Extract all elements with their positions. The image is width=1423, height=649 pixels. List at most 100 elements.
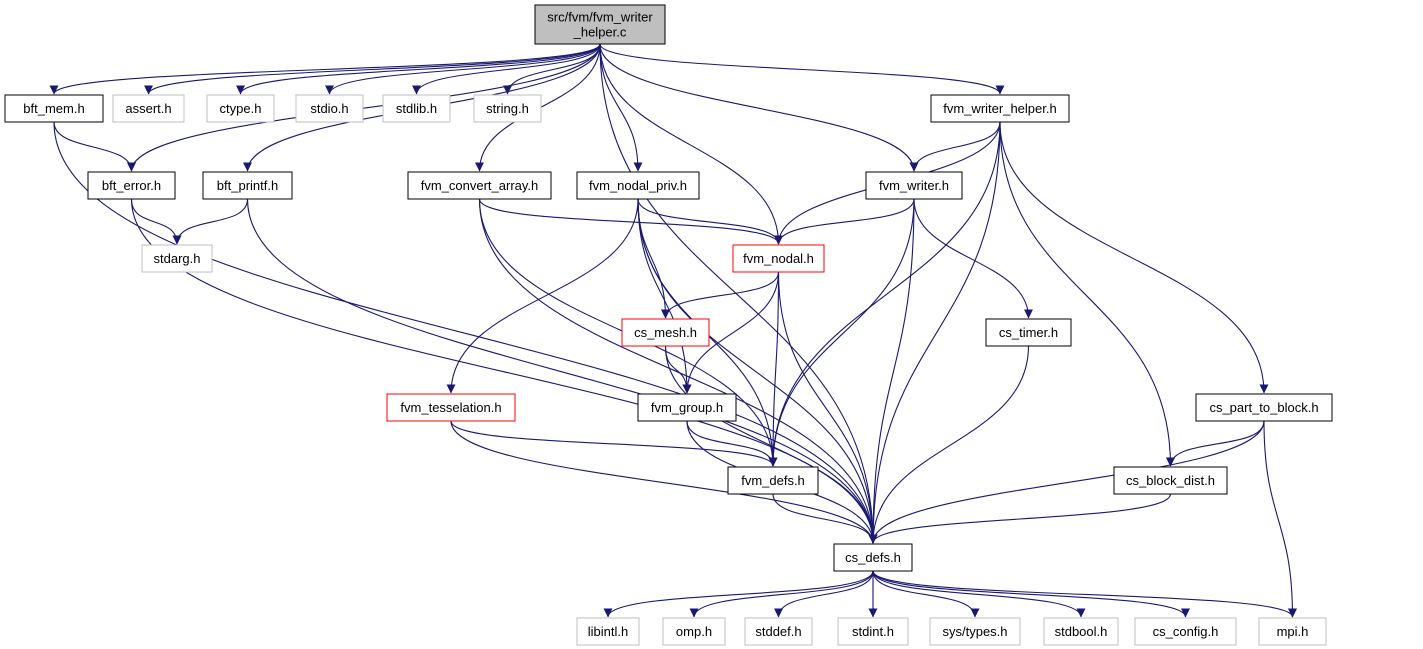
node-cs-timer[interactable]: cs_timer.h	[985, 318, 1072, 347]
node-assert: assert.h	[112, 94, 185, 123]
edge-fvm_writer_helper-to-fvm_defs	[768, 121, 1001, 467]
node-label: cs_defs.h	[845, 550, 901, 565]
edge-fvm_tesselation-to-cs_defs	[450, 420, 878, 544]
node-box	[744, 617, 813, 646]
edge-cs_part_to_block-to-cs_defs	[868, 420, 1265, 544]
node-box	[202, 171, 293, 200]
node-label: bft_printf.h	[217, 178, 278, 193]
node-label: cs_timer.h	[999, 325, 1058, 340]
node-label: libintl.h	[588, 624, 628, 639]
node-box	[837, 617, 909, 646]
edge-fvm_writer-to-cs_timer	[913, 198, 1033, 319]
edge-bft_printf-to-cs_defs	[246, 198, 878, 544]
node-string: string.h	[473, 94, 542, 123]
node-label: _helper.c	[573, 25, 627, 40]
node-cs-defs[interactable]: cs_defs.h	[833, 543, 913, 572]
node-label: fvm_writer.h	[879, 178, 949, 193]
node-label: cs_mesh.h	[634, 325, 697, 340]
node-stdlib: stdlib.h	[382, 94, 451, 123]
node-label: cs_block_dist.h	[1126, 473, 1215, 488]
node-box	[833, 543, 913, 572]
node-box	[4, 94, 104, 123]
node-label: omp.h	[676, 624, 712, 639]
node-bft-printf[interactable]: bft_printf.h	[202, 171, 293, 200]
node-label: fvm_nodal.h	[743, 251, 814, 266]
node-fvm-group[interactable]: fvm_group.h	[637, 393, 737, 422]
node-cs-config: cs_config.h	[1134, 617, 1237, 646]
edge-cs_timer-to-cs_defs	[868, 345, 1030, 544]
node-box	[87, 171, 176, 200]
node-label: bft_error.h	[102, 178, 161, 193]
node-ctype: ctype.h	[206, 94, 275, 123]
node-label: fvm_writer_helper.h	[943, 101, 1056, 116]
edge-root-to-cs_defs	[599, 43, 878, 544]
edge-fvm_writer_helper-to-cs_defs	[868, 121, 1001, 544]
node-systypes: sys/types.h	[929, 617, 1021, 646]
node-label: stdlib.h	[396, 101, 437, 116]
node-box	[727, 466, 819, 495]
node-omp: omp.h	[662, 617, 726, 646]
edge-cs_mesh-to-cs_defs	[664, 345, 878, 544]
edge-fvm_writer_helper-to-cs_block_dist	[999, 121, 1175, 467]
node-root[interactable]: src/fvm/fvm_writer_helper.c	[534, 4, 666, 45]
node-label: stdarg.h	[154, 251, 201, 266]
node-stddef: stddef.h	[744, 617, 813, 646]
node-label: stdio.h	[310, 101, 348, 116]
node-fvm-nodal-priv[interactable]: fvm_nodal_priv.h	[576, 171, 700, 200]
node-box	[662, 617, 726, 646]
edge-bft_printf-to-stdarg	[172, 198, 249, 245]
edge-root-to-fvm_nodal	[599, 43, 783, 245]
nodes-layer: src/fvm/fvm_writer_helper.c bft_mem.h asse…	[4, 4, 1333, 646]
edge-root-to-ctype	[236, 43, 601, 95]
node-bft-error[interactable]: bft_error.h	[87, 171, 176, 200]
edge-fvm_nodal_priv-to-cs_mesh	[637, 198, 670, 319]
node-box	[621, 318, 710, 347]
node-box	[930, 94, 1070, 123]
node-libintl: libintl.h	[576, 617, 640, 646]
node-fvm-convert-array[interactable]: fvm_convert_array.h	[407, 171, 552, 200]
edge-fvm_nodal_priv-to-fvm_group	[637, 198, 692, 394]
edge-root-to-stdio	[325, 43, 601, 95]
node-box	[295, 94, 364, 123]
node-cs-block-dist[interactable]: cs_block_dist.h	[1113, 466, 1228, 495]
node-box	[637, 393, 737, 422]
edge-bft_error-to-stdarg	[130, 198, 182, 245]
node-cs-mesh[interactable]: cs_mesh.h	[621, 318, 710, 347]
node-stdint: stdint.h	[837, 617, 909, 646]
edges-layer	[49, 43, 1297, 618]
edge-fvm_writer_helper-to-fvm_writer	[909, 121, 1001, 172]
node-box	[1043, 617, 1119, 646]
node-box	[1195, 393, 1333, 422]
node-box	[1134, 617, 1237, 646]
node-fvm-nodal[interactable]: fvm_nodal.h	[732, 244, 825, 273]
edge-cs_part_to_block-to-cs_block_dist	[1166, 420, 1265, 467]
edge-root-to-bft_mem	[49, 43, 601, 95]
edge-root-to-fvm_writer_helper	[599, 43, 1005, 95]
node-label: assert.h	[125, 101, 171, 116]
node-label: cs_part_to_block.h	[1209, 400, 1318, 415]
edge-fvm_convert_array-to-fvm_nodal	[478, 198, 783, 245]
node-box	[206, 94, 275, 123]
edge-cs_part_to_block-to-mpi	[1263, 420, 1297, 618]
edge-fvm_group-to-fvm_defs	[686, 420, 778, 467]
node-box	[386, 393, 516, 422]
node-label: bft_mem.h	[23, 101, 84, 116]
node-fvm-defs[interactable]: fvm_defs.h	[727, 466, 819, 495]
node-bft-mem[interactable]: bft_mem.h	[4, 94, 104, 123]
edge-cs_defs-to-cs_config	[872, 570, 1190, 618]
edge-fvm_convert_array-to-cs_defs	[478, 198, 878, 544]
edge-fvm_defs-to-cs_defs	[772, 493, 878, 544]
node-fvm-writer-helper[interactable]: fvm_writer_helper.h	[930, 94, 1070, 123]
node-cs-part-to-block[interactable]: cs_part_to_block.h	[1195, 393, 1333, 422]
node-label: fvm_defs.h	[741, 473, 805, 488]
edge-fvm_nodal-to-fvm_defs	[768, 271, 780, 467]
edge-cs_defs-to-stdbool	[872, 570, 1086, 618]
node-box	[112, 94, 185, 123]
node-fvm-writer[interactable]: fvm_writer.h	[865, 171, 963, 200]
node-label: mpi.h	[1277, 624, 1309, 639]
edge-fvm_writer_helper-to-cs_part_to_block	[999, 121, 1269, 394]
node-fvm-tesselation[interactable]: fvm_tesselation.h	[386, 393, 516, 422]
edge-fvm_nodal_priv-to-fvm_nodal	[637, 198, 783, 245]
node-label: cs_config.h	[1153, 624, 1219, 639]
edge-root-to-bft_error	[127, 43, 601, 172]
